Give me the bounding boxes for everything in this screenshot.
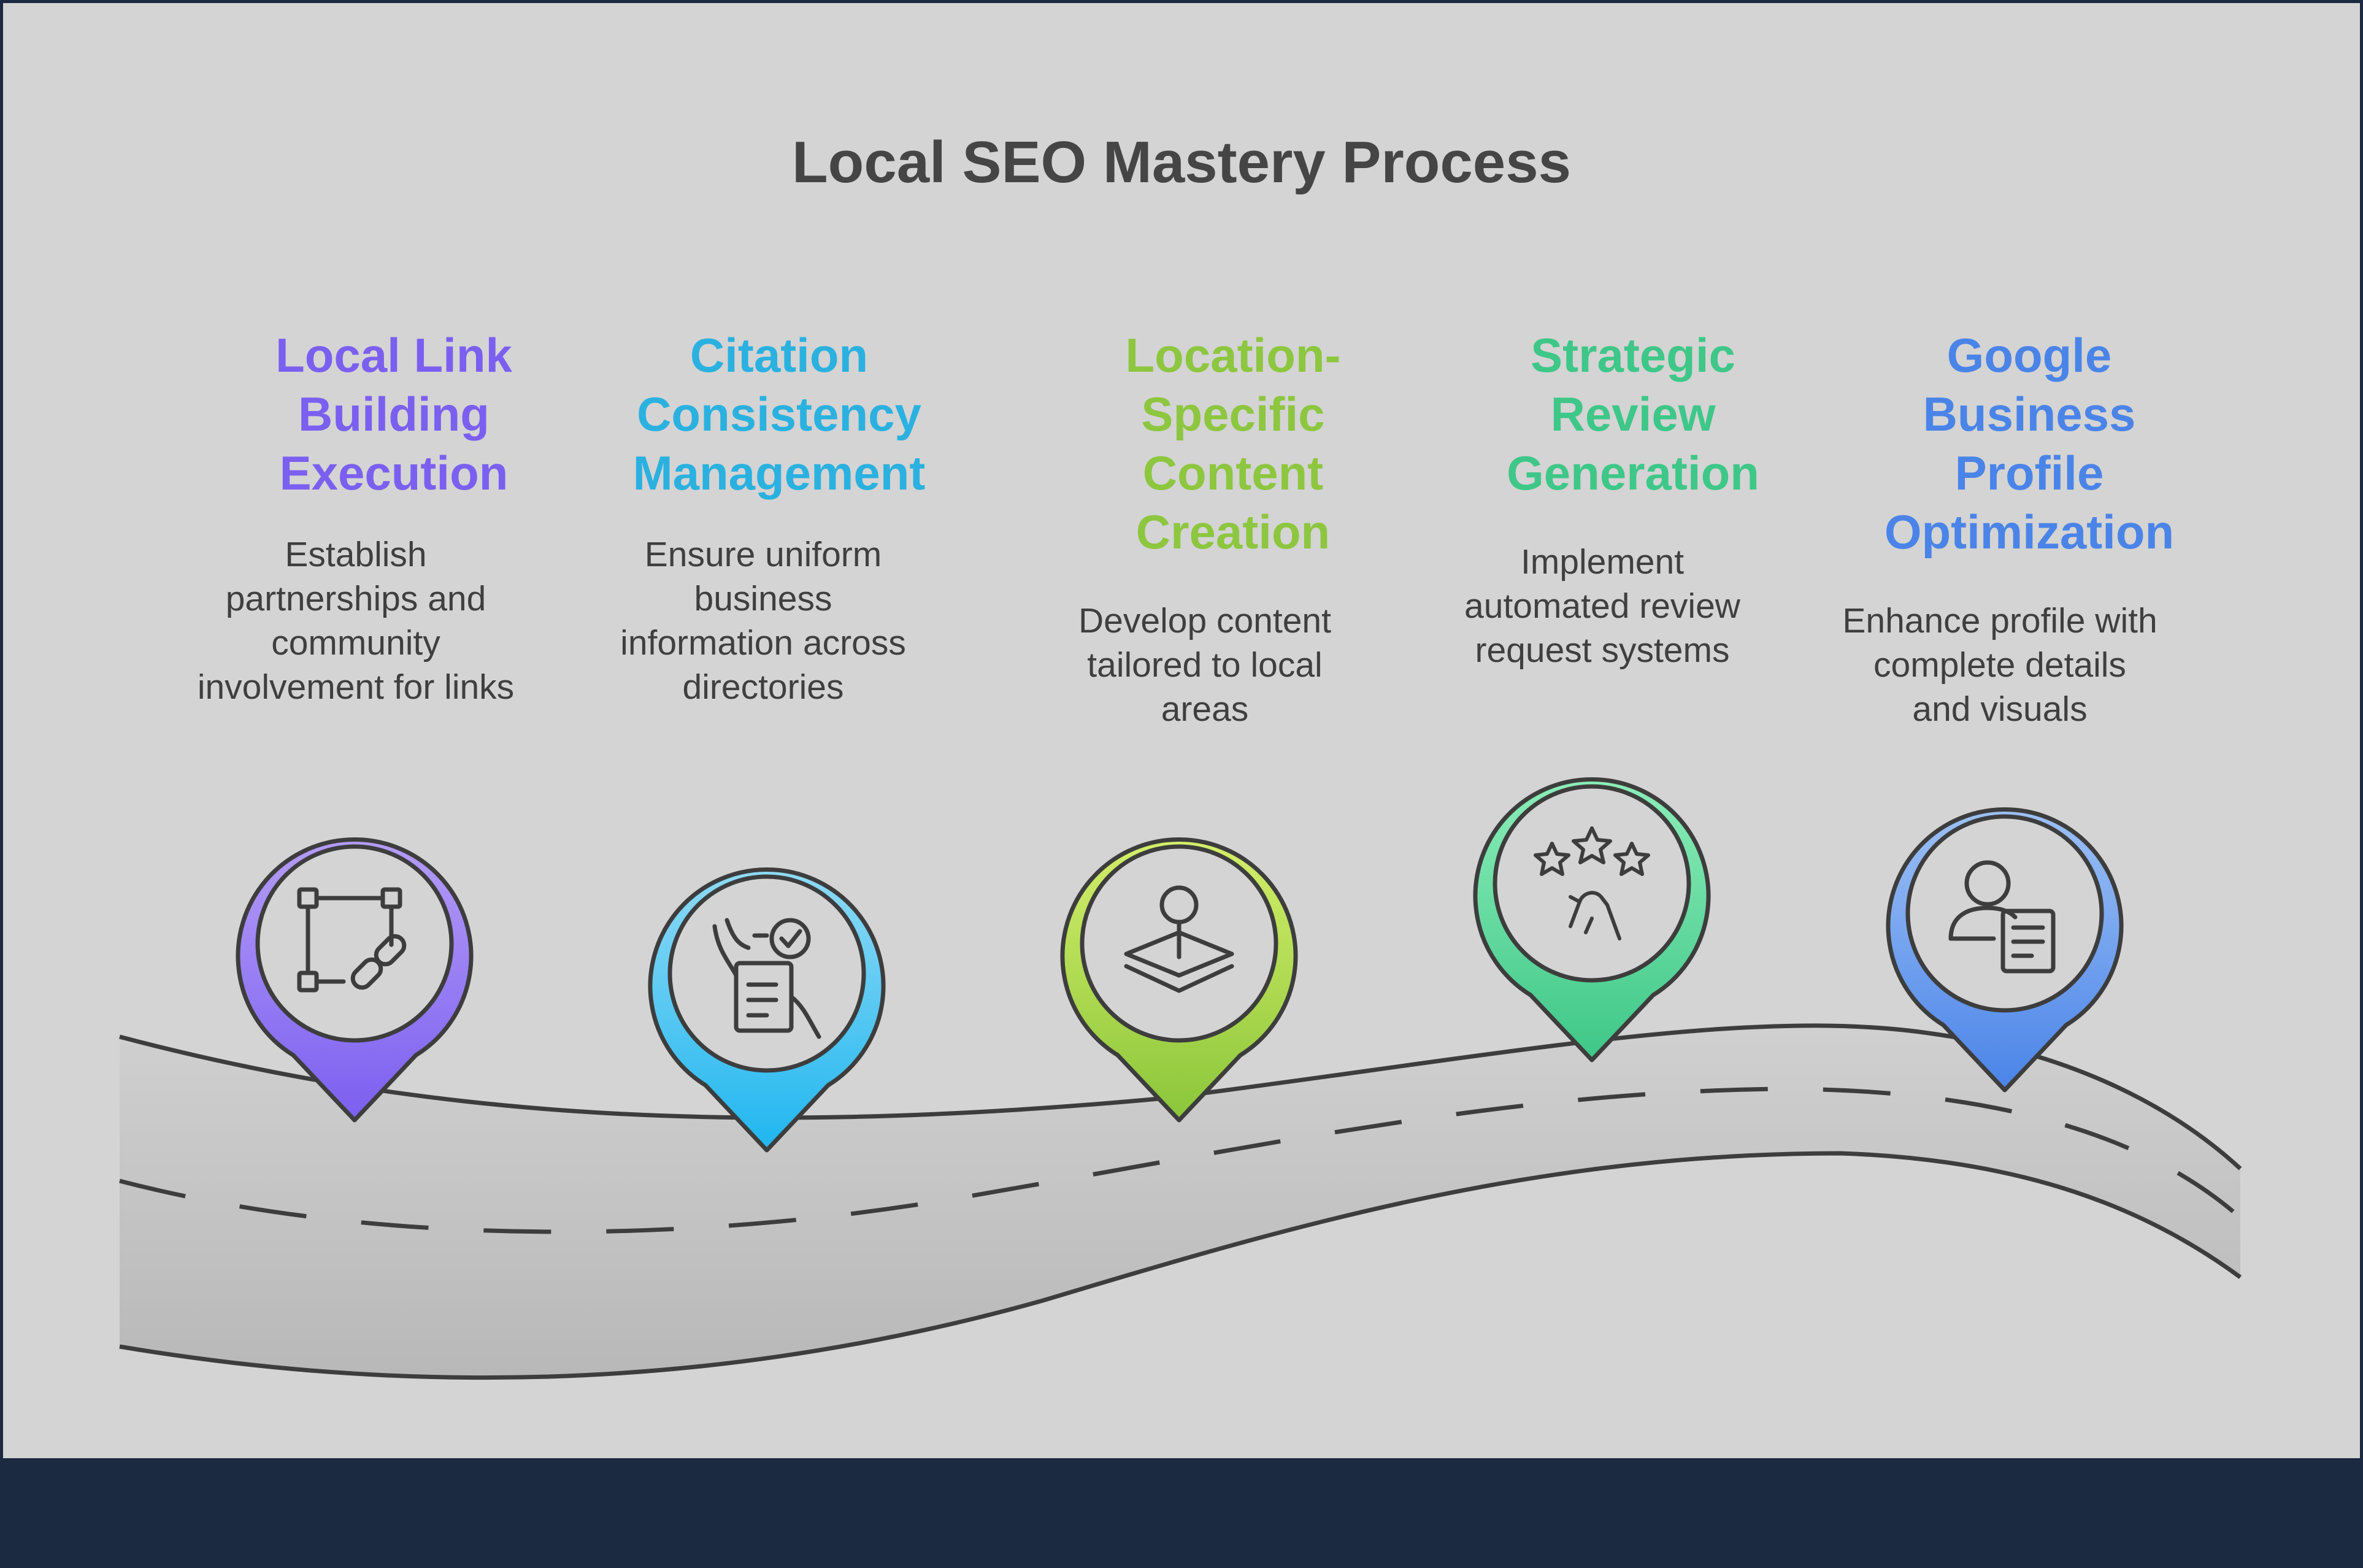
step-1-description: Establish partnerships and community inv… xyxy=(197,535,515,707)
review-stars-icon xyxy=(1534,826,1650,940)
document-check-icon xyxy=(712,918,821,1039)
road-center-line xyxy=(119,1086,2242,1234)
step-3-marker xyxy=(1060,837,1298,1123)
profile-card-icon xyxy=(1948,860,2056,974)
step-3-heading: Location- Specific Content Creation xyxy=(1125,328,1341,559)
step-2-heading: Citation Consistency Management xyxy=(632,328,926,500)
step-3-description: Develop content tailored to local areas xyxy=(1078,601,1331,729)
step-5-description: Enhance profile with complete details an… xyxy=(1842,601,2157,729)
diagram-title: Local SEO Mastery Process xyxy=(792,129,1571,195)
link-network-icon xyxy=(297,887,407,993)
road xyxy=(120,1025,2240,1378)
step-4-marker xyxy=(1473,777,1711,1063)
step-2-description: Ensure uniform business information acro… xyxy=(620,535,906,707)
road-top-edge xyxy=(119,1023,2242,1170)
step-5-heading: Google Business Profile Optimization xyxy=(1884,328,2175,559)
step-1-marker xyxy=(236,837,474,1123)
step-4-heading: Strategic Review Generation xyxy=(1507,328,1759,500)
location-layers-icon xyxy=(1124,885,1234,993)
step-1-heading: Local Link Building Execution xyxy=(275,328,512,500)
road-bottom-edge xyxy=(119,1151,2242,1380)
step-2-marker xyxy=(648,867,886,1153)
step-4-description: Implement automated review request syste… xyxy=(1464,542,1740,670)
step-5-marker xyxy=(1886,807,2124,1093)
footer-bar xyxy=(0,1460,2363,1568)
